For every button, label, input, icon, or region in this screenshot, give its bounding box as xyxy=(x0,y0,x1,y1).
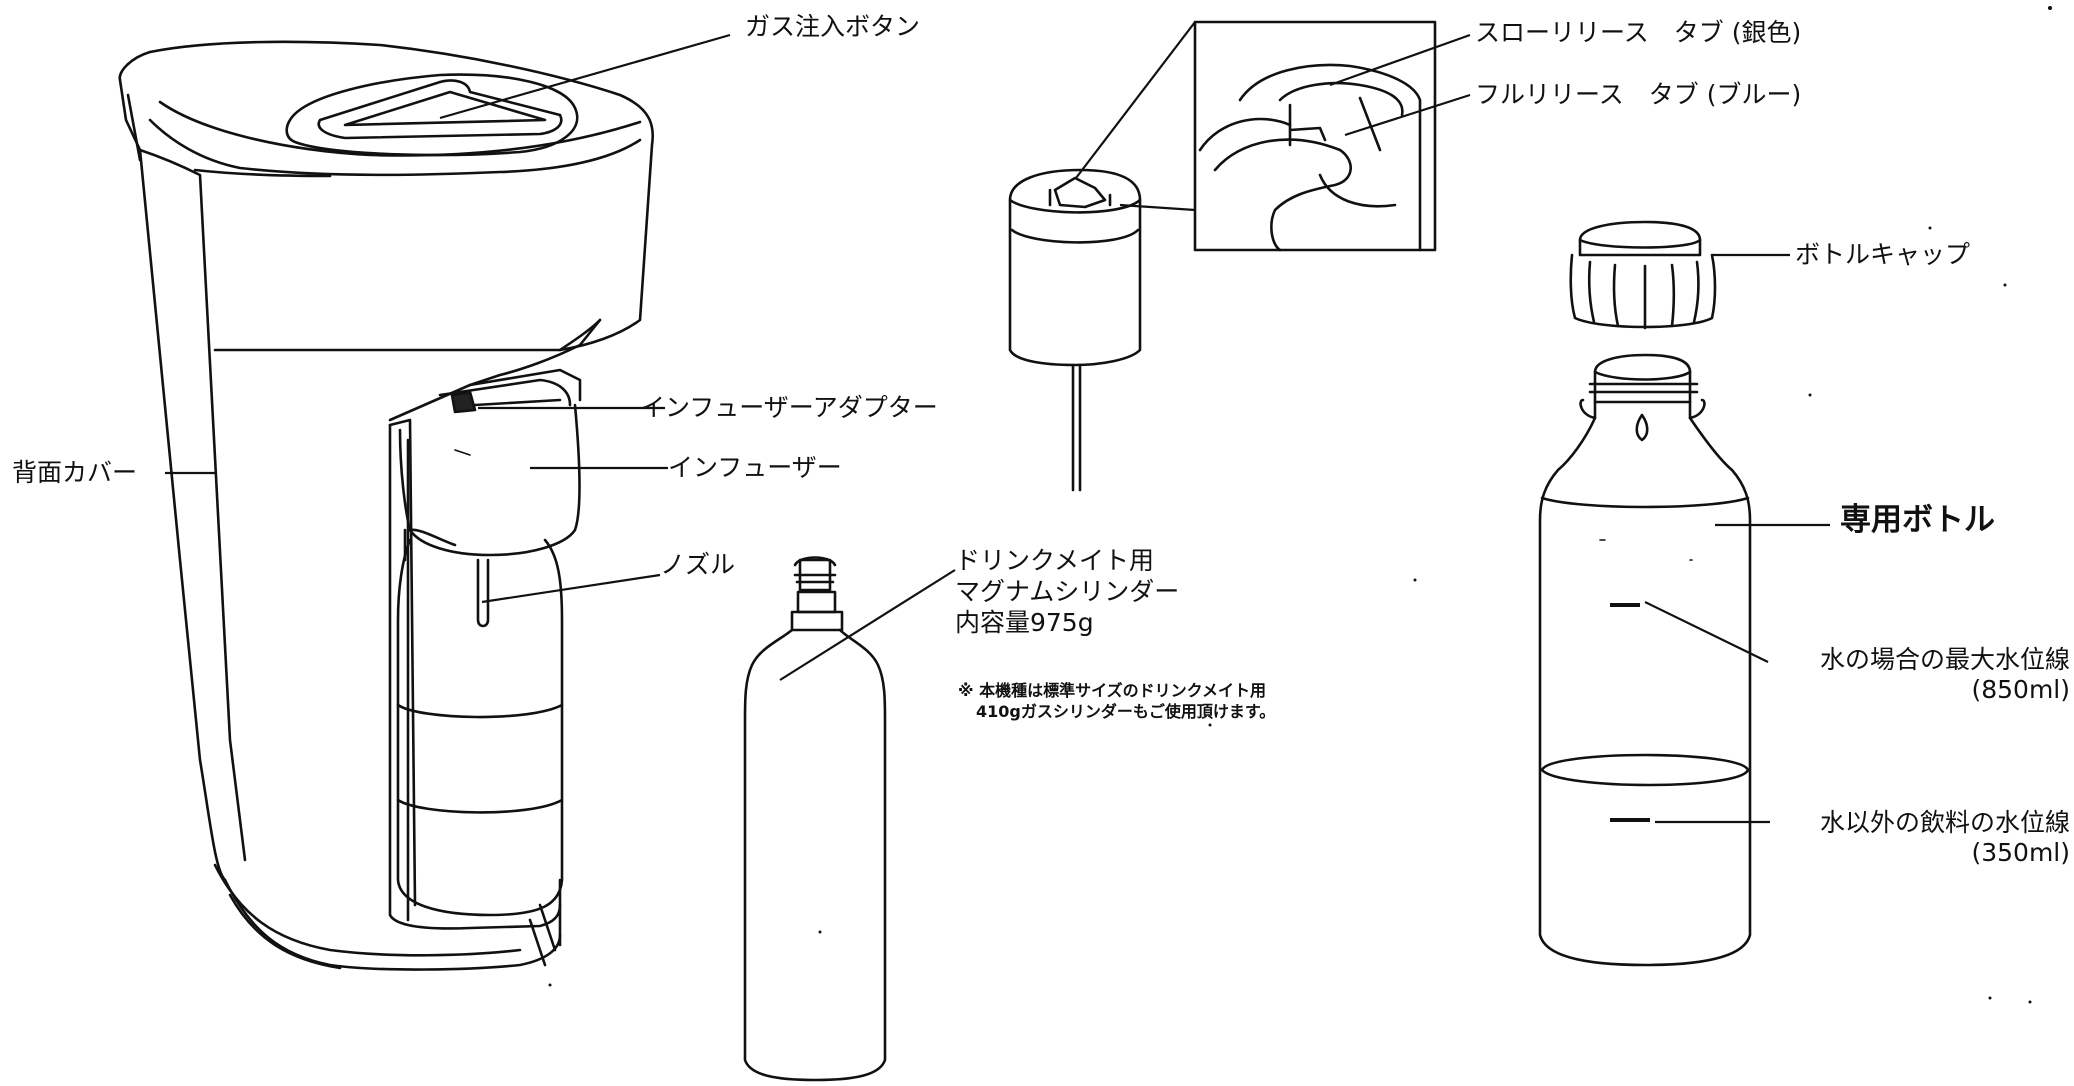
back-cover-label: 背面カバー xyxy=(12,458,138,487)
full-release-tab-label: フルリリース タブ (ブルー) xyxy=(1475,80,1802,109)
nozzle-label: ノズル xyxy=(660,550,736,579)
bottle-cap-drawing xyxy=(1569,220,1717,330)
infuser-detail xyxy=(1008,20,1437,492)
scan-specks xyxy=(548,6,2052,1004)
cylinder-note: ※ 本機種は標準サイズのドリンクメイト用 410gガスシリンダーもご使用頂けます… xyxy=(958,680,1275,722)
cylinder-line-3: 内容量975g xyxy=(955,608,1094,637)
cylinder-line-1: ドリンクメイト用 xyxy=(955,546,1155,575)
infuser-label: インフューザー xyxy=(668,453,842,482)
cylinder-note-line-1: ※ 本機種は標準サイズのドリンクメイト用 xyxy=(958,681,1267,700)
bottle-cap-label: ボトルキャップ xyxy=(1795,240,1971,269)
water-max-volume: (850ml) xyxy=(1971,675,2070,704)
infuser-adapter-label: インフューザーアダプター xyxy=(640,393,938,422)
gas-cylinder xyxy=(743,556,887,1082)
other-drink-volume: (350ml) xyxy=(1971,838,2070,867)
leader-lines xyxy=(165,33,1830,824)
water-max-line-text: 水の場合の最大水位線 xyxy=(1819,645,2070,674)
cylinder-note-line-2: 410gガスシリンダーもご使用頂けます。 xyxy=(976,702,1276,721)
dedicated-bottle-label: 専用ボトル xyxy=(1840,502,1995,538)
soda-maker xyxy=(118,40,654,971)
cylinder-label: ドリンクメイト用 マグナムシリンダー 内容量975g xyxy=(955,545,1179,638)
cylinder-line-2: マグナムシリンダー xyxy=(955,577,1180,606)
other-drink-line-text: 水以外の飲料の水位線 xyxy=(1819,808,2070,837)
dedicated-bottle xyxy=(1538,353,1752,967)
slow-release-tab-label: スローリリース タブ (銀色) xyxy=(1475,18,1802,47)
other-drink-line-label: 水以外の飲料の水位線 (350ml) xyxy=(1765,808,2070,868)
water-max-line-label: 水の場合の最大水位線 (850ml) xyxy=(1770,645,2070,705)
gas-injection-button-label: ガス注入ボタン xyxy=(745,12,921,41)
